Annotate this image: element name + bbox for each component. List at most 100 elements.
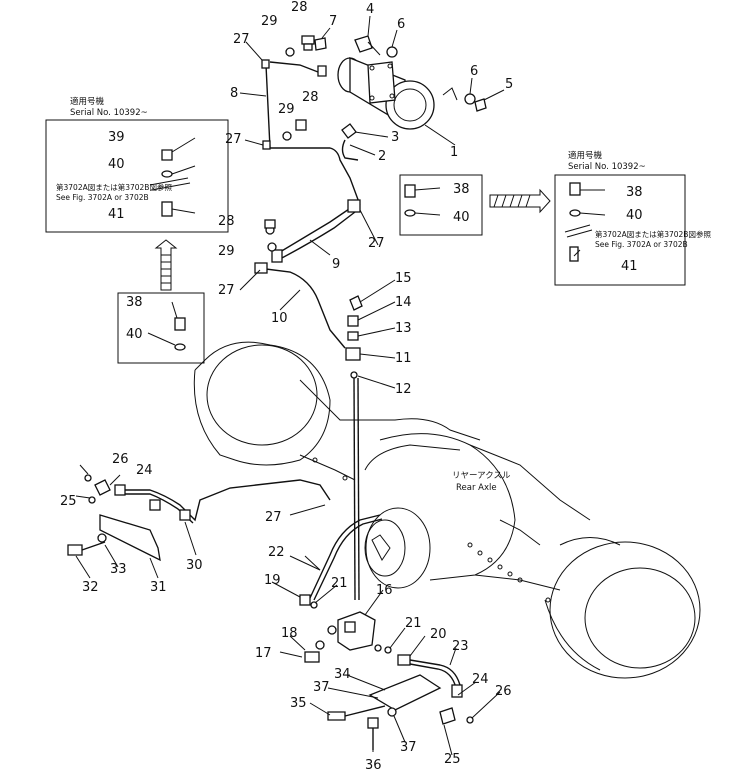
callout-30: 30 xyxy=(186,558,203,573)
callout-36: 36 xyxy=(365,758,382,770)
callout-23: 23 xyxy=(452,639,469,654)
callout-4: 4 xyxy=(366,2,374,17)
rear-axle-assembly xyxy=(193,341,701,679)
inset-left xyxy=(45,119,229,233)
inset-left-title: 適用号機 xyxy=(70,96,105,107)
inset-left-ref-en: See Fig. 3702A or 3702B xyxy=(56,193,149,202)
rear-axle-label: リヤーアクスル Rear Axle xyxy=(452,471,511,493)
callout-6a: 6 xyxy=(397,17,405,32)
axle-label-en: Rear Axle xyxy=(456,483,497,493)
inset-left-part-39: 39 xyxy=(108,130,125,145)
callout-21a: 21 xyxy=(331,576,348,591)
callout-37b: 37 xyxy=(400,740,417,755)
callout-26a: 26 xyxy=(112,452,129,467)
inset-left-serial: Serial No. 10392~ xyxy=(70,108,148,118)
callout-24b: 24 xyxy=(472,672,489,687)
callout-17: 17 xyxy=(255,646,272,661)
callout-29a: 29 xyxy=(261,14,278,29)
callout-2: 2 xyxy=(378,149,386,164)
callout-28c: 28 xyxy=(218,214,235,229)
callout-19: 19 xyxy=(264,573,281,588)
inset-right-ref-en: See Fig. 3702A or 3702B xyxy=(595,240,688,249)
guard-plate-right xyxy=(304,640,442,750)
axle-label-jp: リヤーアクスル xyxy=(452,471,511,481)
inset-right-title: 適用号機 xyxy=(568,150,603,161)
inset-right-part-38: 38 xyxy=(626,185,643,200)
brake-tube-vertical xyxy=(353,377,360,601)
callout-33: 33 xyxy=(110,562,127,577)
callout-18: 18 xyxy=(281,626,298,641)
brake-hose-9 xyxy=(264,199,361,263)
callout-27c: 27 xyxy=(368,236,385,251)
callout-29c: 29 xyxy=(218,244,235,259)
brake-tube-22 xyxy=(309,514,383,601)
callout-15: 15 xyxy=(395,271,412,286)
relay-valve xyxy=(299,594,376,651)
callout-16: 16 xyxy=(376,583,393,598)
callout-22: 22 xyxy=(268,545,285,560)
callout-32: 32 xyxy=(82,580,99,595)
callout-12: 12 xyxy=(395,382,412,397)
brake-tube-10 xyxy=(254,262,346,349)
inset-left-part-41: 41 xyxy=(108,207,125,222)
callout-8: 8 xyxy=(230,86,238,101)
callout-7: 7 xyxy=(329,14,337,29)
inset-right xyxy=(554,174,686,286)
tee-fitting-stack xyxy=(345,295,363,379)
guard-plate-left xyxy=(67,514,161,562)
inset-left-ref-jp: 第3702A図または第3702B図参照 xyxy=(56,182,172,192)
top-fittings xyxy=(282,35,327,141)
callout-numbers: 1 2 3 4 5 6 6 7 8 9 10 11 12 13 14 15 16… xyxy=(60,0,513,770)
callout-6b: 6 xyxy=(470,64,478,79)
right-arrow-icon xyxy=(489,188,551,214)
up-arrow-icon xyxy=(154,239,178,291)
callout-1: 1 xyxy=(450,145,458,160)
inset-right-part-40: 40 xyxy=(626,208,643,223)
inset-left-frame xyxy=(45,119,229,233)
chamber-connector xyxy=(341,123,359,161)
callout-31: 31 xyxy=(150,580,167,595)
inset-right-ref-jp: 第3702A図または第3702B図参照 xyxy=(595,229,711,239)
inset-left-text: 適用号機 Serial No. 10392~ 第3702A図または第3702B図… xyxy=(56,96,172,222)
callout-box-left xyxy=(117,292,205,364)
callout-5: 5 xyxy=(505,77,513,92)
inset-right-frame xyxy=(554,174,686,286)
callout-29b: 29 xyxy=(278,102,295,117)
inset-right-text: 適用号機 Serial No. 10392~ 第3702A図または第3702B図… xyxy=(568,150,711,274)
callout-28b: 28 xyxy=(302,90,319,105)
callout-21b: 21 xyxy=(405,616,422,631)
callout-10: 10 xyxy=(271,311,288,326)
callout-27e: 27 xyxy=(265,510,282,525)
brake-chamber xyxy=(337,57,435,130)
housing-bolts xyxy=(312,457,551,603)
callout-box-center xyxy=(399,174,483,236)
callout-35: 35 xyxy=(290,696,307,711)
callout-38-left: 38 xyxy=(126,295,143,310)
inset-right-part-41: 41 xyxy=(621,259,638,274)
callout-25a: 25 xyxy=(60,494,77,509)
inset-right-serial: Serial No. 10392~ xyxy=(568,162,646,172)
callout-28a: 28 xyxy=(291,0,308,15)
inset-left-part-40: 40 xyxy=(108,157,125,172)
brake-tube-8 xyxy=(261,59,361,206)
callout-25b: 25 xyxy=(444,752,461,767)
callout-24a: 24 xyxy=(136,463,153,478)
callout-14: 14 xyxy=(395,295,412,310)
callout-38-center: 38 xyxy=(453,182,470,197)
callout-27a: 27 xyxy=(233,32,250,47)
callout-37a: 37 xyxy=(313,680,330,695)
callout-13: 13 xyxy=(395,321,412,336)
callout-40-left: 40 xyxy=(126,327,143,342)
callout-34: 34 xyxy=(334,667,351,682)
callout-40-center: 40 xyxy=(453,210,470,225)
left-brake-line xyxy=(84,474,331,524)
callout-26b: 26 xyxy=(495,684,512,699)
right-brake-line xyxy=(384,646,474,725)
leader-lines xyxy=(75,15,606,756)
callout-9: 9 xyxy=(332,257,340,272)
callout-27d: 27 xyxy=(218,283,235,298)
callout-11: 11 xyxy=(395,351,412,366)
callout-20: 20 xyxy=(430,627,447,642)
